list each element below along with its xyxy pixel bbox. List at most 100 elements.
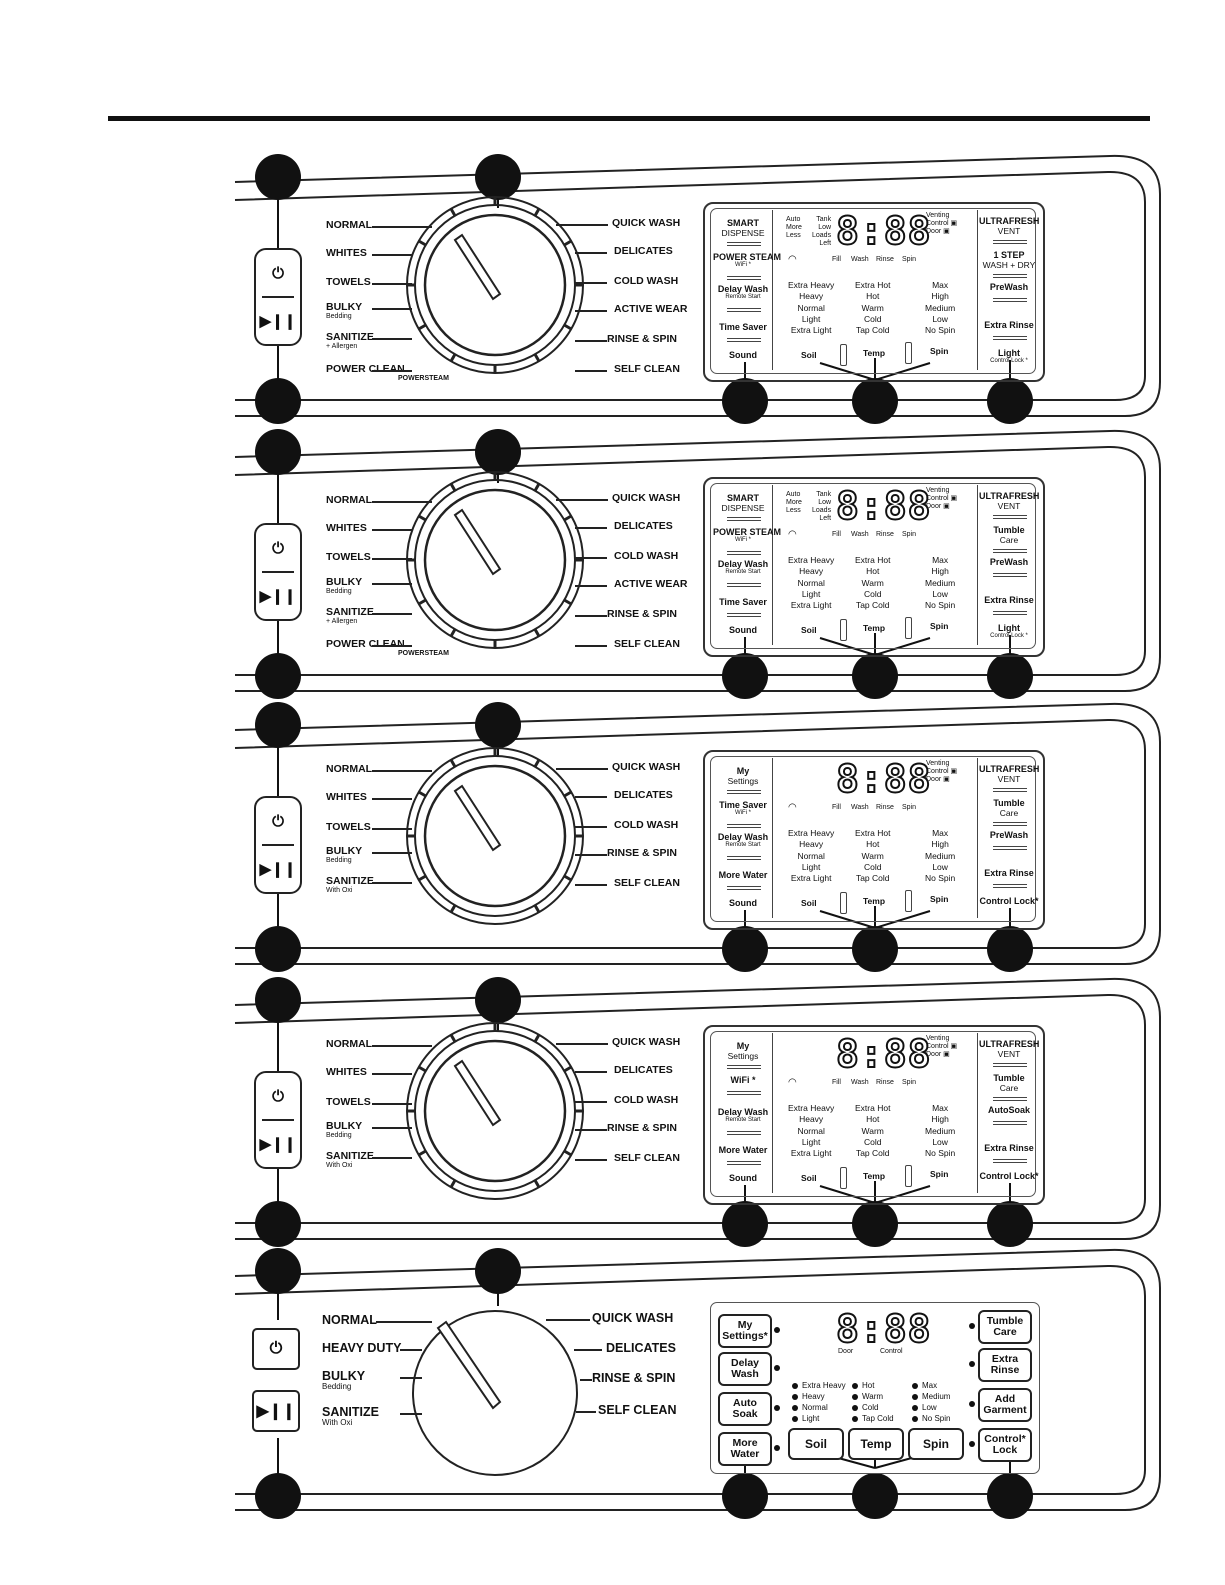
cycle-delicates[interactable]: DELICATES (614, 520, 673, 532)
cycle-sanitize[interactable]: SANITIZE+ Allergen (326, 607, 374, 626)
power-button[interactable]: ⏻ (256, 525, 300, 571)
option-prewash[interactable]: PreWash (979, 282, 1039, 292)
cycle-normal[interactable]: NORMAL (326, 1039, 372, 1050)
cycle-rinse-spin[interactable]: RINSE & SPIN (607, 1122, 678, 1134)
temp-button[interactable]: Temp (848, 1428, 904, 1460)
option-extra-rinse[interactable]: Extra Rinse (979, 595, 1039, 605)
temp-button[interactable]: Temp (863, 623, 886, 633)
cycle-sanitize[interactable]: SANITIZE+ Allergen (326, 332, 374, 351)
option-time-saver[interactable]: Time Saver (713, 597, 773, 607)
cycle-heavy-duty[interactable]: HEAVY DUTY (322, 1342, 401, 1355)
power-button[interactable]: ⏻ (256, 250, 300, 296)
cycle-rinse-spin[interactable]: RINSE & SPIN (607, 847, 678, 859)
cycle-selector-dial[interactable] (400, 190, 590, 380)
temp-button[interactable]: Temp (863, 348, 886, 358)
cycle-whites[interactable]: WHITES (326, 1067, 367, 1078)
option-prewash[interactable]: PreWash (979, 557, 1039, 567)
soil-button[interactable]: Soil (801, 1173, 817, 1183)
option-extra-rinse[interactable]: Extra Rinse (979, 1143, 1039, 1153)
start-pause-button[interactable]: ▶❙❙ (256, 298, 300, 344)
temp-button[interactable]: Temp (863, 1171, 886, 1181)
cycle-normal[interactable]: NORMAL (322, 1314, 377, 1327)
option-more-water[interactable]: More Water (713, 1145, 773, 1155)
cycle-normal[interactable]: NORMAL (326, 495, 372, 506)
cycle-delicates[interactable]: DELICATES (614, 789, 673, 801)
spin-button[interactable]: Spin (930, 346, 949, 356)
cycle-quick-wash[interactable]: QUICK WASH (612, 761, 681, 773)
option-time-saver[interactable]: Time Saver (713, 322, 773, 332)
option-sound[interactable]: Sound (713, 898, 773, 908)
option-sound[interactable]: Sound (713, 625, 773, 635)
power-button[interactable]: ⏻ (252, 1328, 300, 1370)
cycle-active-wear[interactable]: ACTIVE WEAR (614, 303, 688, 315)
option-autosoak[interactable]: AutoSoak (979, 1105, 1039, 1115)
option-extra-rinse[interactable]: Extra Rinse (979, 868, 1039, 878)
start-pause-button[interactable]: ▶❙❙ (252, 1390, 300, 1432)
power-button[interactable]: ⏻ (256, 798, 300, 844)
cycle-rinse-spin[interactable]: RINSE & SPIN (592, 1371, 676, 1385)
cycle-self-clean[interactable]: SELF CLEAN (614, 877, 680, 889)
cycle-cold-wash[interactable]: COLD WASH (614, 550, 679, 562)
soil-button[interactable]: Soil (801, 625, 817, 635)
soil-button[interactable]: Soil (801, 350, 817, 360)
option-sound[interactable]: Sound (713, 350, 773, 360)
cycle-quick-wash[interactable]: QUICK WASH (612, 492, 681, 504)
option-delay-wash[interactable]: Delay Wash (718, 1352, 772, 1386)
cycle-quick-wash[interactable]: QUICK WASH (612, 1036, 681, 1048)
cycle-towels[interactable]: TOWELS (326, 277, 371, 288)
option-control-lock[interactable]: Control* Lock (978, 1428, 1032, 1462)
cycle-quick-wash[interactable]: QUICK WASH (612, 217, 681, 229)
option-add-garment[interactable]: Add Garment (978, 1388, 1032, 1422)
cycle-normal[interactable]: NORMAL (326, 764, 372, 775)
cycle-selector-dial[interactable] (400, 1016, 590, 1206)
soil-button[interactable]: Soil (801, 898, 817, 908)
option-extra-rinse[interactable]: Extra Rinse (979, 320, 1039, 330)
cycle-whites[interactable]: WHITES (326, 792, 367, 803)
cycle-quick-wash[interactable]: QUICK WASH (592, 1311, 674, 1325)
cycle-normal[interactable]: NORMAL (326, 220, 372, 231)
option-prewash[interactable]: PreWash (979, 830, 1039, 840)
cycle-selector-dial[interactable] (400, 741, 590, 931)
cycle-delicates[interactable]: DELICATES (606, 1341, 676, 1355)
option-wifi-[interactable]: WiFi * (713, 1075, 773, 1085)
cycle-power-clean[interactable]: POWER CLEAN (326, 364, 405, 375)
option-sound[interactable]: Sound (713, 1173, 773, 1183)
cycle-self-clean[interactable]: SELF CLEAN (614, 1152, 680, 1164)
cycle-towels[interactable]: TOWELS (326, 1097, 371, 1108)
cycle-selector-dial[interactable] (400, 1298, 590, 1488)
spin-button[interactable]: Spin (930, 621, 949, 631)
cycle-self-clean[interactable]: SELF CLEAN (614, 363, 680, 375)
cycle-rinse-spin[interactable]: RINSE & SPIN (607, 608, 678, 620)
cycle-cold-wash[interactable]: COLD WASH (614, 275, 679, 287)
soil-button[interactable]: Soil (788, 1428, 844, 1460)
cycle-cold-wash[interactable]: COLD WASH (614, 819, 679, 831)
cycle-selector-dial[interactable] (400, 465, 590, 655)
option-tumble-care[interactable]: Tumble Care (978, 1310, 1032, 1344)
spin-button[interactable]: Spin (930, 894, 949, 904)
option-control-lock-[interactable]: Control Lock* (979, 896, 1039, 906)
spin-button[interactable]: Spin (908, 1428, 964, 1460)
cycle-towels[interactable]: TOWELS (326, 822, 371, 833)
